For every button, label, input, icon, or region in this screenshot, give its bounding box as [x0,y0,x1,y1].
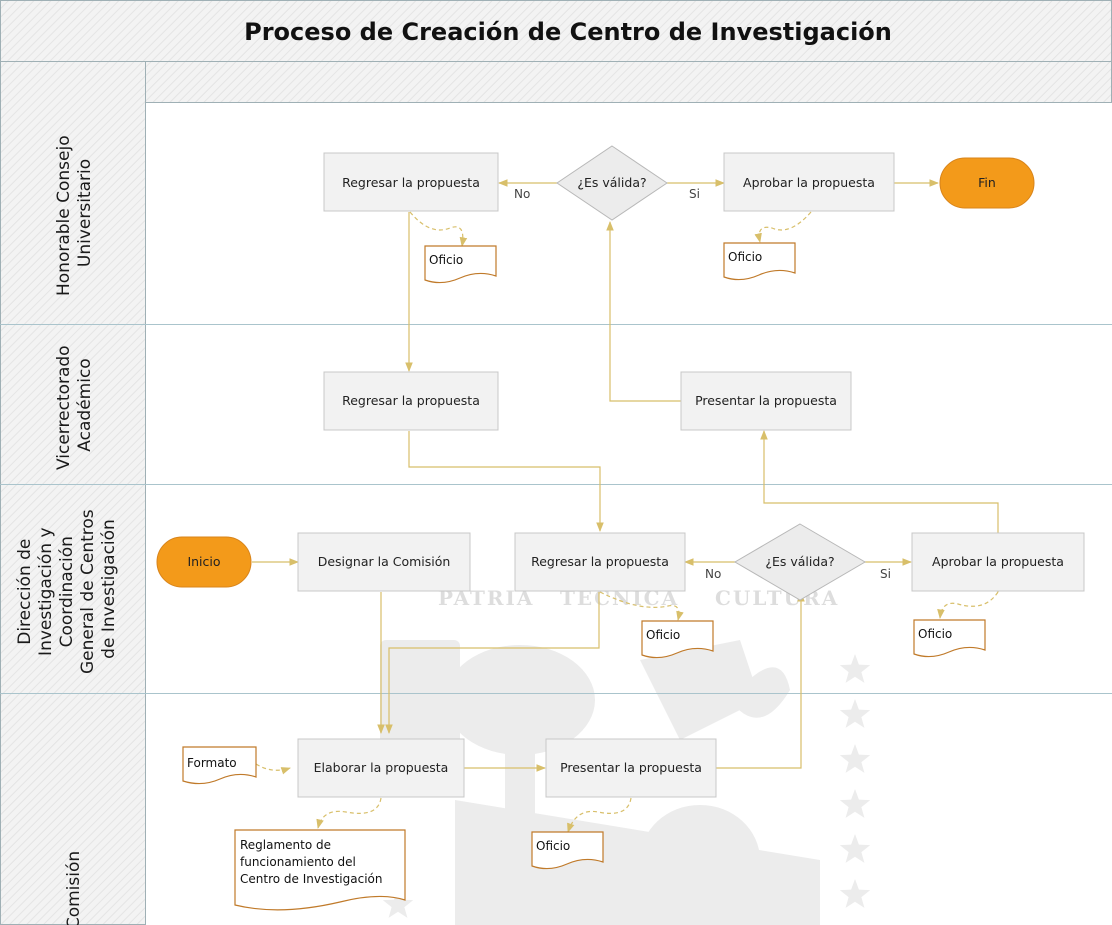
lane-label-vra: Vicerrectorado Académico [54,340,95,470]
title-band [0,0,1112,62]
terminal-inicio: Inicio [156,536,252,588]
process-dir-aprobar: Aprobar la propuesta [911,532,1085,592]
document-hcu-oficio-2: Oficio [723,242,796,281]
document-com-oficio: Oficio [531,831,604,870]
svg-text:Aprobar la propuesta: Aprobar la propuesta [932,554,1064,569]
process-hcu-regresar: Regresar la propuesta [323,152,499,212]
svg-text:¿Es válida?: ¿Es válida? [765,554,834,569]
svg-text:Oficio: Oficio [646,628,680,642]
svg-text:Fin: Fin [978,175,996,190]
watermark-star-icon [839,789,871,818]
decision-hcu-valida: ¿Es válida? [556,145,668,221]
svg-text:Formato: Formato [187,756,237,770]
svg-text:Regresar la propuesta: Regresar la propuesta [531,554,669,569]
document-dir-oficio-2: Oficio [913,619,986,658]
watermark-star-icon [839,744,871,773]
process-vra-presentar: Presentar la propuesta [680,371,852,431]
document-reglamento: Reglamento de funcionamiento del Centro … [234,829,406,911]
watermark-star-icon [839,699,871,728]
process-com-elaborar: Elaborar la propuesta [297,738,465,798]
svg-text:CULTURA: CULTURA [715,586,839,610]
process-vra-regresar: Regresar la propuesta [323,371,499,431]
svg-text:Regresar la propuesta: Regresar la propuesta [342,393,480,408]
connector-com-to-dir-valida [716,592,805,769]
svg-text:Presentar la propuesta: Presentar la propuesta [560,760,702,775]
svg-text:Presentar la propuesta: Presentar la propuesta [695,393,837,408]
svg-text:Designar la Comisión: Designar la Comisión [318,554,451,569]
svg-text:Inicio: Inicio [187,554,220,569]
lane-separators [0,324,1112,694]
watermark-star-icon [382,704,414,733]
process-com-presentar: Presentar la propuesta [545,738,717,798]
lane-label-com: Comisión [64,851,84,925]
svg-text:Oficio: Oficio [429,253,463,267]
svg-text:Centro de Investigación: Centro de Investigación [240,872,382,886]
edge-label-si-hcu: Si [689,187,700,201]
watermark-star-icon [382,889,414,918]
watermark-star-icon [382,654,414,683]
svg-text:¿Es válida?: ¿Es válida? [577,175,646,190]
document-connectors [255,211,999,833]
lane-label-hcu: Honorable Consejo Universitario [54,130,95,296]
svg-text:Elaborar la propuesta: Elaborar la propuesta [314,760,449,775]
svg-text:Oficio: Oficio [536,839,570,853]
document-formato: Formato [182,746,257,785]
process-dir-designar: Designar la Comisión [297,532,471,592]
svg-text:Regresar la propuesta: Regresar la propuesta [342,175,480,190]
document-dir-oficio-1: Oficio [641,620,714,659]
process-dir-regresar: Regresar la propuesta [514,532,686,592]
svg-text:funcionamiento del: funcionamiento del [240,855,356,869]
lane-header-column [0,61,146,925]
watermark-star-icon [839,834,871,863]
svg-text:Reglamento de: Reglamento de [240,838,331,852]
connector-vra-to-hcu-valida [606,221,681,402]
edge-label-si-dir: Si [880,567,891,581]
watermark-star-icon [839,879,871,908]
connector-vra-to-dir [408,431,604,532]
phase-header-band [145,61,1112,103]
decision-dir-valida: ¿Es válida? [734,523,866,601]
svg-text:Aprobar la propuesta: Aprobar la propuesta [743,175,875,190]
svg-text:Oficio: Oficio [728,250,762,264]
svg-text:Oficio: Oficio [918,627,952,641]
document-hcu-oficio-1: Oficio [424,245,497,284]
diagram-title: Proceso de Creación de Centro de Investi… [244,18,892,46]
edge-label-no-dir: No [705,567,721,581]
terminal-fin: Fin [939,157,1035,209]
process-hcu-aprobar: Aprobar la propuesta [723,152,895,212]
edge-label-no-hcu: No [514,187,530,201]
watermark-star-icon [839,654,871,683]
lane-label-dir: Dirección de Investigación y Coordinació… [15,504,119,674]
connector-regresar-to-elaborar [385,592,600,734]
